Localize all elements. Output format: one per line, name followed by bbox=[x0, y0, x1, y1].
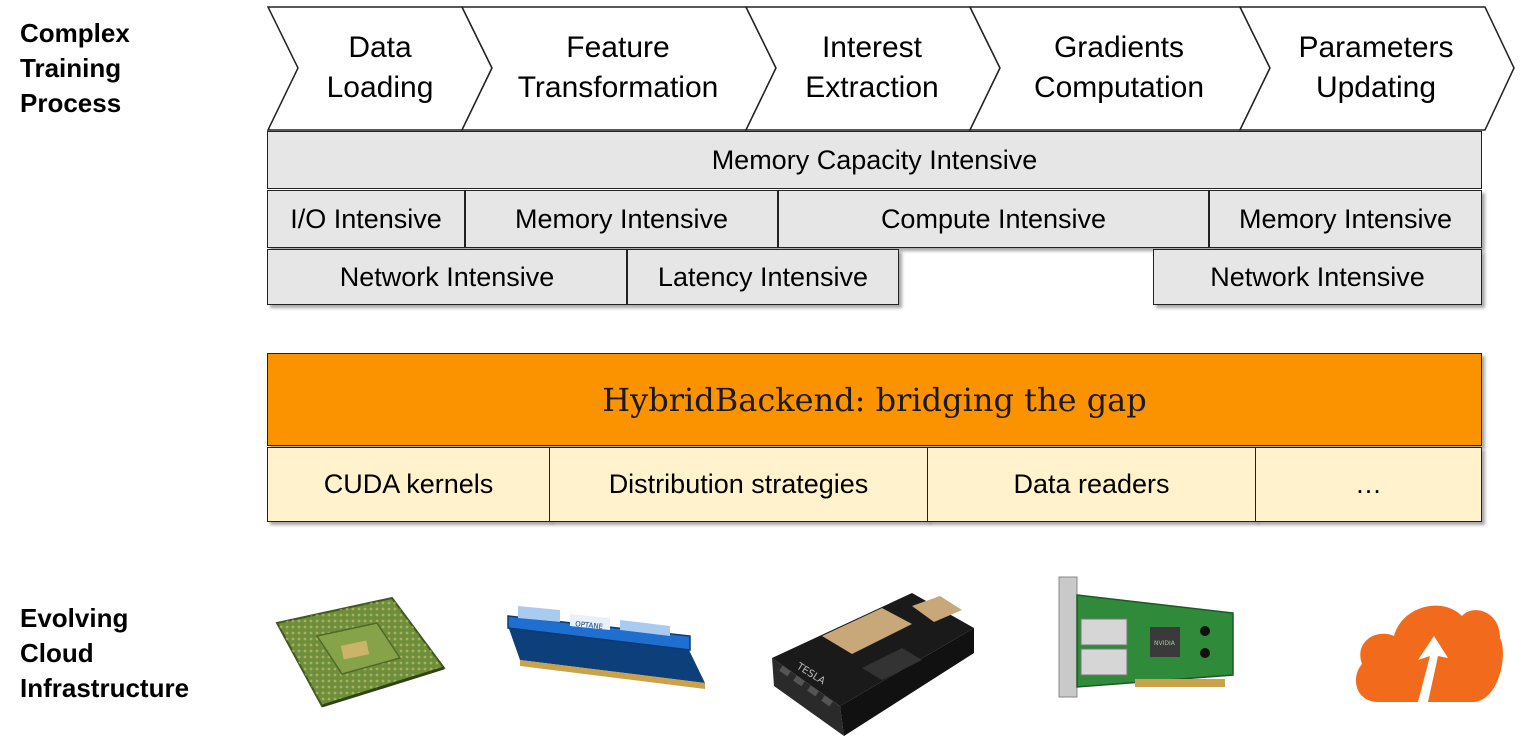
svg-text:OPTANE: OPTANE bbox=[575, 620, 604, 631]
stage-label: Extraction bbox=[805, 71, 939, 104]
stage-label: Loading bbox=[326, 71, 434, 104]
latency-intensive-box: Latency Intensive bbox=[627, 249, 899, 305]
cuda-kernels-cell: CUDA kernels bbox=[267, 447, 550, 522]
gpu-card-icon: TESLA bbox=[772, 593, 974, 736]
io-intensive-box: I/O Intensive bbox=[267, 190, 465, 248]
label-line: Training bbox=[20, 53, 122, 83]
complex-training-process-label: Complex Training Process bbox=[20, 16, 130, 121]
stage-data-loading: Data Loading bbox=[300, 28, 460, 108]
stage-interest-extraction: Interest Extraction bbox=[776, 28, 968, 108]
stage-label: Data bbox=[348, 31, 412, 64]
compute-intensive-box: Compute Intensive bbox=[778, 190, 1209, 248]
stage-label: Updating bbox=[1315, 71, 1437, 104]
stage-parameters-updating: Parameters Updating bbox=[1270, 28, 1482, 108]
label-line: Process bbox=[20, 88, 122, 118]
label-line: Infrastructure bbox=[20, 673, 190, 703]
data-readers-cell: Data readers bbox=[927, 447, 1256, 522]
distribution-strategies-cell: Distribution strategies bbox=[549, 447, 928, 522]
evolving-cloud-infrastructure-label: Evolving Cloud Infrastructure bbox=[20, 601, 189, 706]
memory-intensive-box: Memory Intensive bbox=[465, 190, 778, 248]
stage-label: Feature bbox=[566, 31, 670, 64]
stage-label: Parameters bbox=[1298, 31, 1454, 64]
network-intensive-box-2: Network Intensive bbox=[1153, 249, 1482, 305]
memory-intensive-box-2: Memory Intensive bbox=[1209, 190, 1482, 248]
training-pipeline bbox=[266, 6, 1515, 131]
stage-chevron-parameters-updating bbox=[1238, 6, 1515, 131]
hybridbackend-title: HybridBackend: bridging the gap bbox=[267, 353, 1482, 446]
network-card-icon: NVIDIA bbox=[1058, 576, 1234, 698]
stage-feature-transformation: Feature Transformation bbox=[492, 28, 744, 108]
stage-label: Transformation bbox=[517, 71, 719, 104]
cloud-upload-icon bbox=[1355, 605, 1503, 702]
more-components-cell: … bbox=[1255, 447, 1482, 522]
stage-label: Gradients bbox=[1053, 31, 1185, 64]
stage-label: Computation bbox=[1033, 71, 1205, 104]
label-line: Cloud bbox=[20, 638, 94, 668]
memory-module-icon: OPTANE bbox=[507, 606, 705, 689]
memory-capacity-intensive-box: Memory Capacity Intensive bbox=[267, 131, 1482, 189]
cpu-icon bbox=[275, 596, 446, 708]
label-line: Evolving bbox=[20, 603, 129, 633]
label-line: Complex bbox=[20, 18, 130, 48]
stage-label: Interest bbox=[821, 31, 923, 64]
stage-gradients-computation: Gradients Computation bbox=[1000, 28, 1238, 108]
nic-brand-text: NVIDIA bbox=[1154, 640, 1176, 647]
network-intensive-box: Network Intensive bbox=[267, 249, 627, 305]
